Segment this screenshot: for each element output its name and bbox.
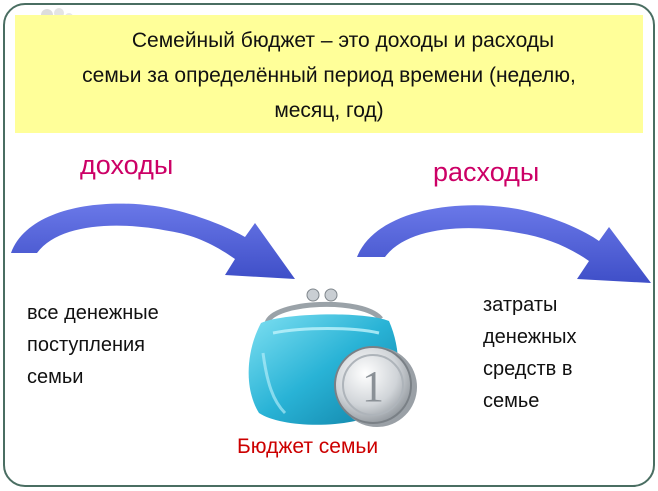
income-line-3: семьи — [27, 366, 84, 388]
definition-line-2: семьи за определённый период времени (не… — [82, 64, 576, 87]
income-arrow-icon — [11, 203, 295, 279]
expense-title: расходы — [433, 157, 540, 187]
expense-line-3: средств в — [483, 358, 573, 380]
coin-label: 1 — [362, 362, 384, 411]
expense-line-1: затраты — [483, 294, 558, 316]
definition-text: Семейный бюджет – это доходы и расходы с… — [15, 23, 643, 128]
definition-line-1: Семейный бюджет – это доходы и расходы — [131, 29, 555, 52]
income-title: доходы — [80, 150, 174, 180]
expense-arrow-icon — [357, 205, 651, 283]
expense-line-2: денежных — [483, 326, 577, 348]
expense-line-4: семье — [483, 390, 540, 412]
income-description: все денежные поступления семьи — [27, 297, 159, 393]
coin-icon: 1 — [334, 346, 417, 427]
income-line-2: поступления — [27, 334, 146, 356]
slide-frame: Семейный бюджет – это доходы и расходы с… — [3, 3, 655, 487]
budget-caption: Бюджет семьи — [237, 435, 379, 458]
definition-line-3: месяц, год) — [274, 99, 384, 122]
purse-icon: 1 — [248, 288, 417, 427]
definition-banner: Семейный бюджет – это доходы и расходы с… — [15, 15, 643, 133]
expense-description: затраты денежных средств в семье — [483, 289, 577, 417]
income-line-1: все денежные — [27, 302, 159, 324]
